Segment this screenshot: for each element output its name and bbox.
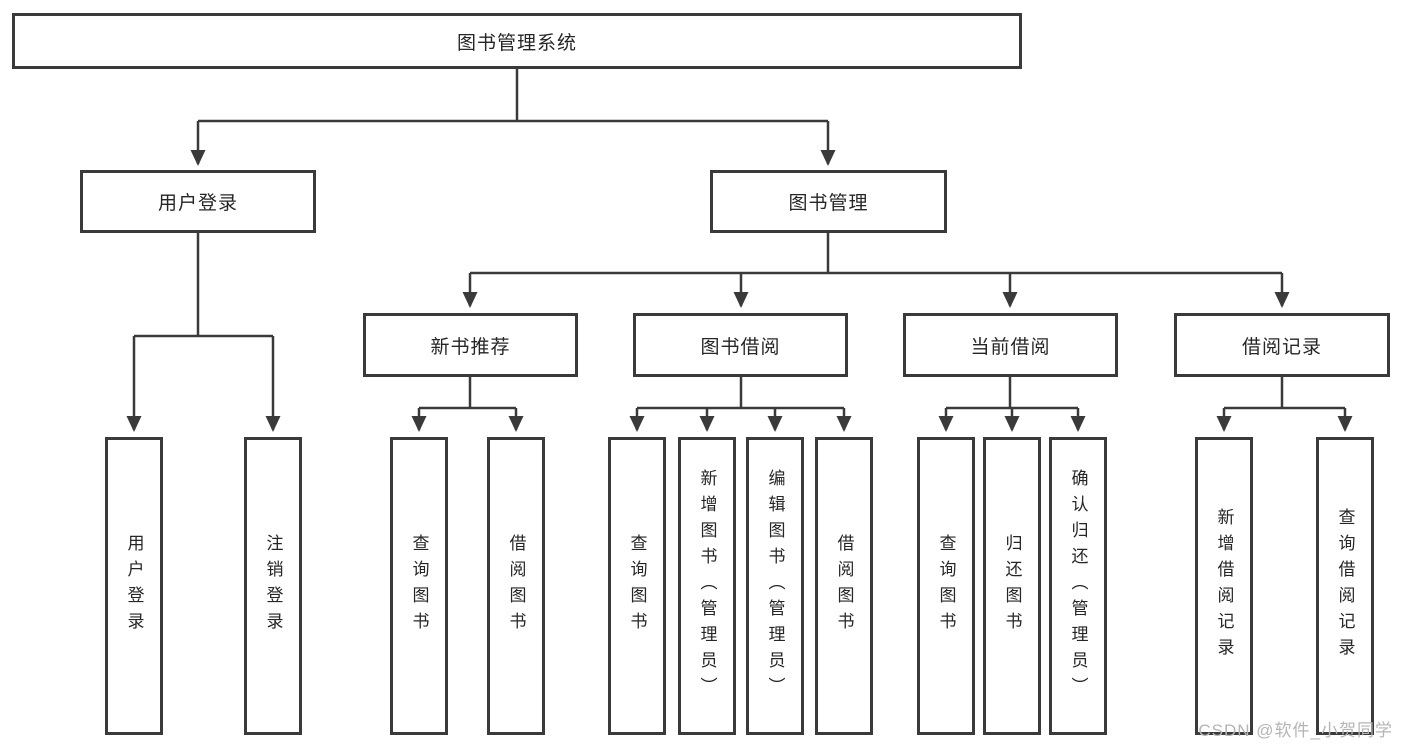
leaf-label: 查询图书 xyxy=(936,534,956,638)
leaf-label: 新增借阅记录 xyxy=(1214,508,1234,664)
leaf-add-books-admin: 新增图书（管理员） xyxy=(678,437,736,735)
node-label: 图书管理 xyxy=(788,193,869,214)
leaf-label: 借阅图书 xyxy=(834,534,854,638)
leaf-add-borrow-record: 新增借阅记录 xyxy=(1195,437,1253,735)
leaf-newbook-borrow-books: 借阅图书 xyxy=(487,437,545,735)
leaf-label: 查询借阅记录 xyxy=(1335,508,1355,664)
node-user-login: 用户登录 xyxy=(80,170,316,233)
leaf-query-borrow-record: 查询借阅记录 xyxy=(1316,437,1374,735)
leaf-label: 编辑图书（管理员） xyxy=(765,469,785,703)
node-book-management: 图书管理 xyxy=(710,170,947,233)
leaf-borrow-borrow-books: 借阅图书 xyxy=(815,437,873,735)
leaf-user-login: 用户登录 xyxy=(105,437,163,735)
node-borrow-records: 借阅记录 xyxy=(1174,313,1390,377)
leaf-label: 归还图书 xyxy=(1002,534,1022,638)
leaf-label: 确认归还（管理员） xyxy=(1068,469,1088,703)
node-label: 用户登录 xyxy=(157,193,238,214)
node-new-book-recommendation: 新书推荐 xyxy=(363,313,578,377)
leaf-edit-books-admin: 编辑图书（管理员） xyxy=(746,437,804,735)
leaf-confirm-return-admin: 确认归还（管理员） xyxy=(1049,437,1107,735)
leaf-label: 借阅图书 xyxy=(506,534,526,638)
leaf-current-query-books: 查询图书 xyxy=(917,437,975,735)
node-label: 当前借阅 xyxy=(970,336,1051,358)
node-current-borrowing: 当前借阅 xyxy=(903,313,1118,377)
watermark-text: CSDN @软件_小贺同学 xyxy=(1198,721,1393,740)
leaf-label: 用户登录 xyxy=(124,534,144,638)
leaf-logout: 注销登录 xyxy=(244,437,302,735)
leaf-label: 查询图书 xyxy=(627,534,647,638)
leaf-label: 查询图书 xyxy=(409,534,429,638)
node-library-management-system: 图书管理系统 xyxy=(12,13,1022,69)
node-book-borrowing: 图书借阅 xyxy=(633,313,848,377)
leaf-borrow-query-books: 查询图书 xyxy=(608,437,666,735)
leaf-label: 新增图书（管理员） xyxy=(697,469,717,703)
node-label: 借阅记录 xyxy=(1241,336,1322,358)
leaf-label: 注销登录 xyxy=(263,534,283,638)
node-label: 图书管理系统 xyxy=(456,32,577,54)
leaf-newbook-query-books: 查询图书 xyxy=(390,437,448,735)
node-label: 新书推荐 xyxy=(430,336,511,358)
node-label: 图书借阅 xyxy=(700,336,781,358)
leaf-return-books: 归还图书 xyxy=(983,437,1041,735)
